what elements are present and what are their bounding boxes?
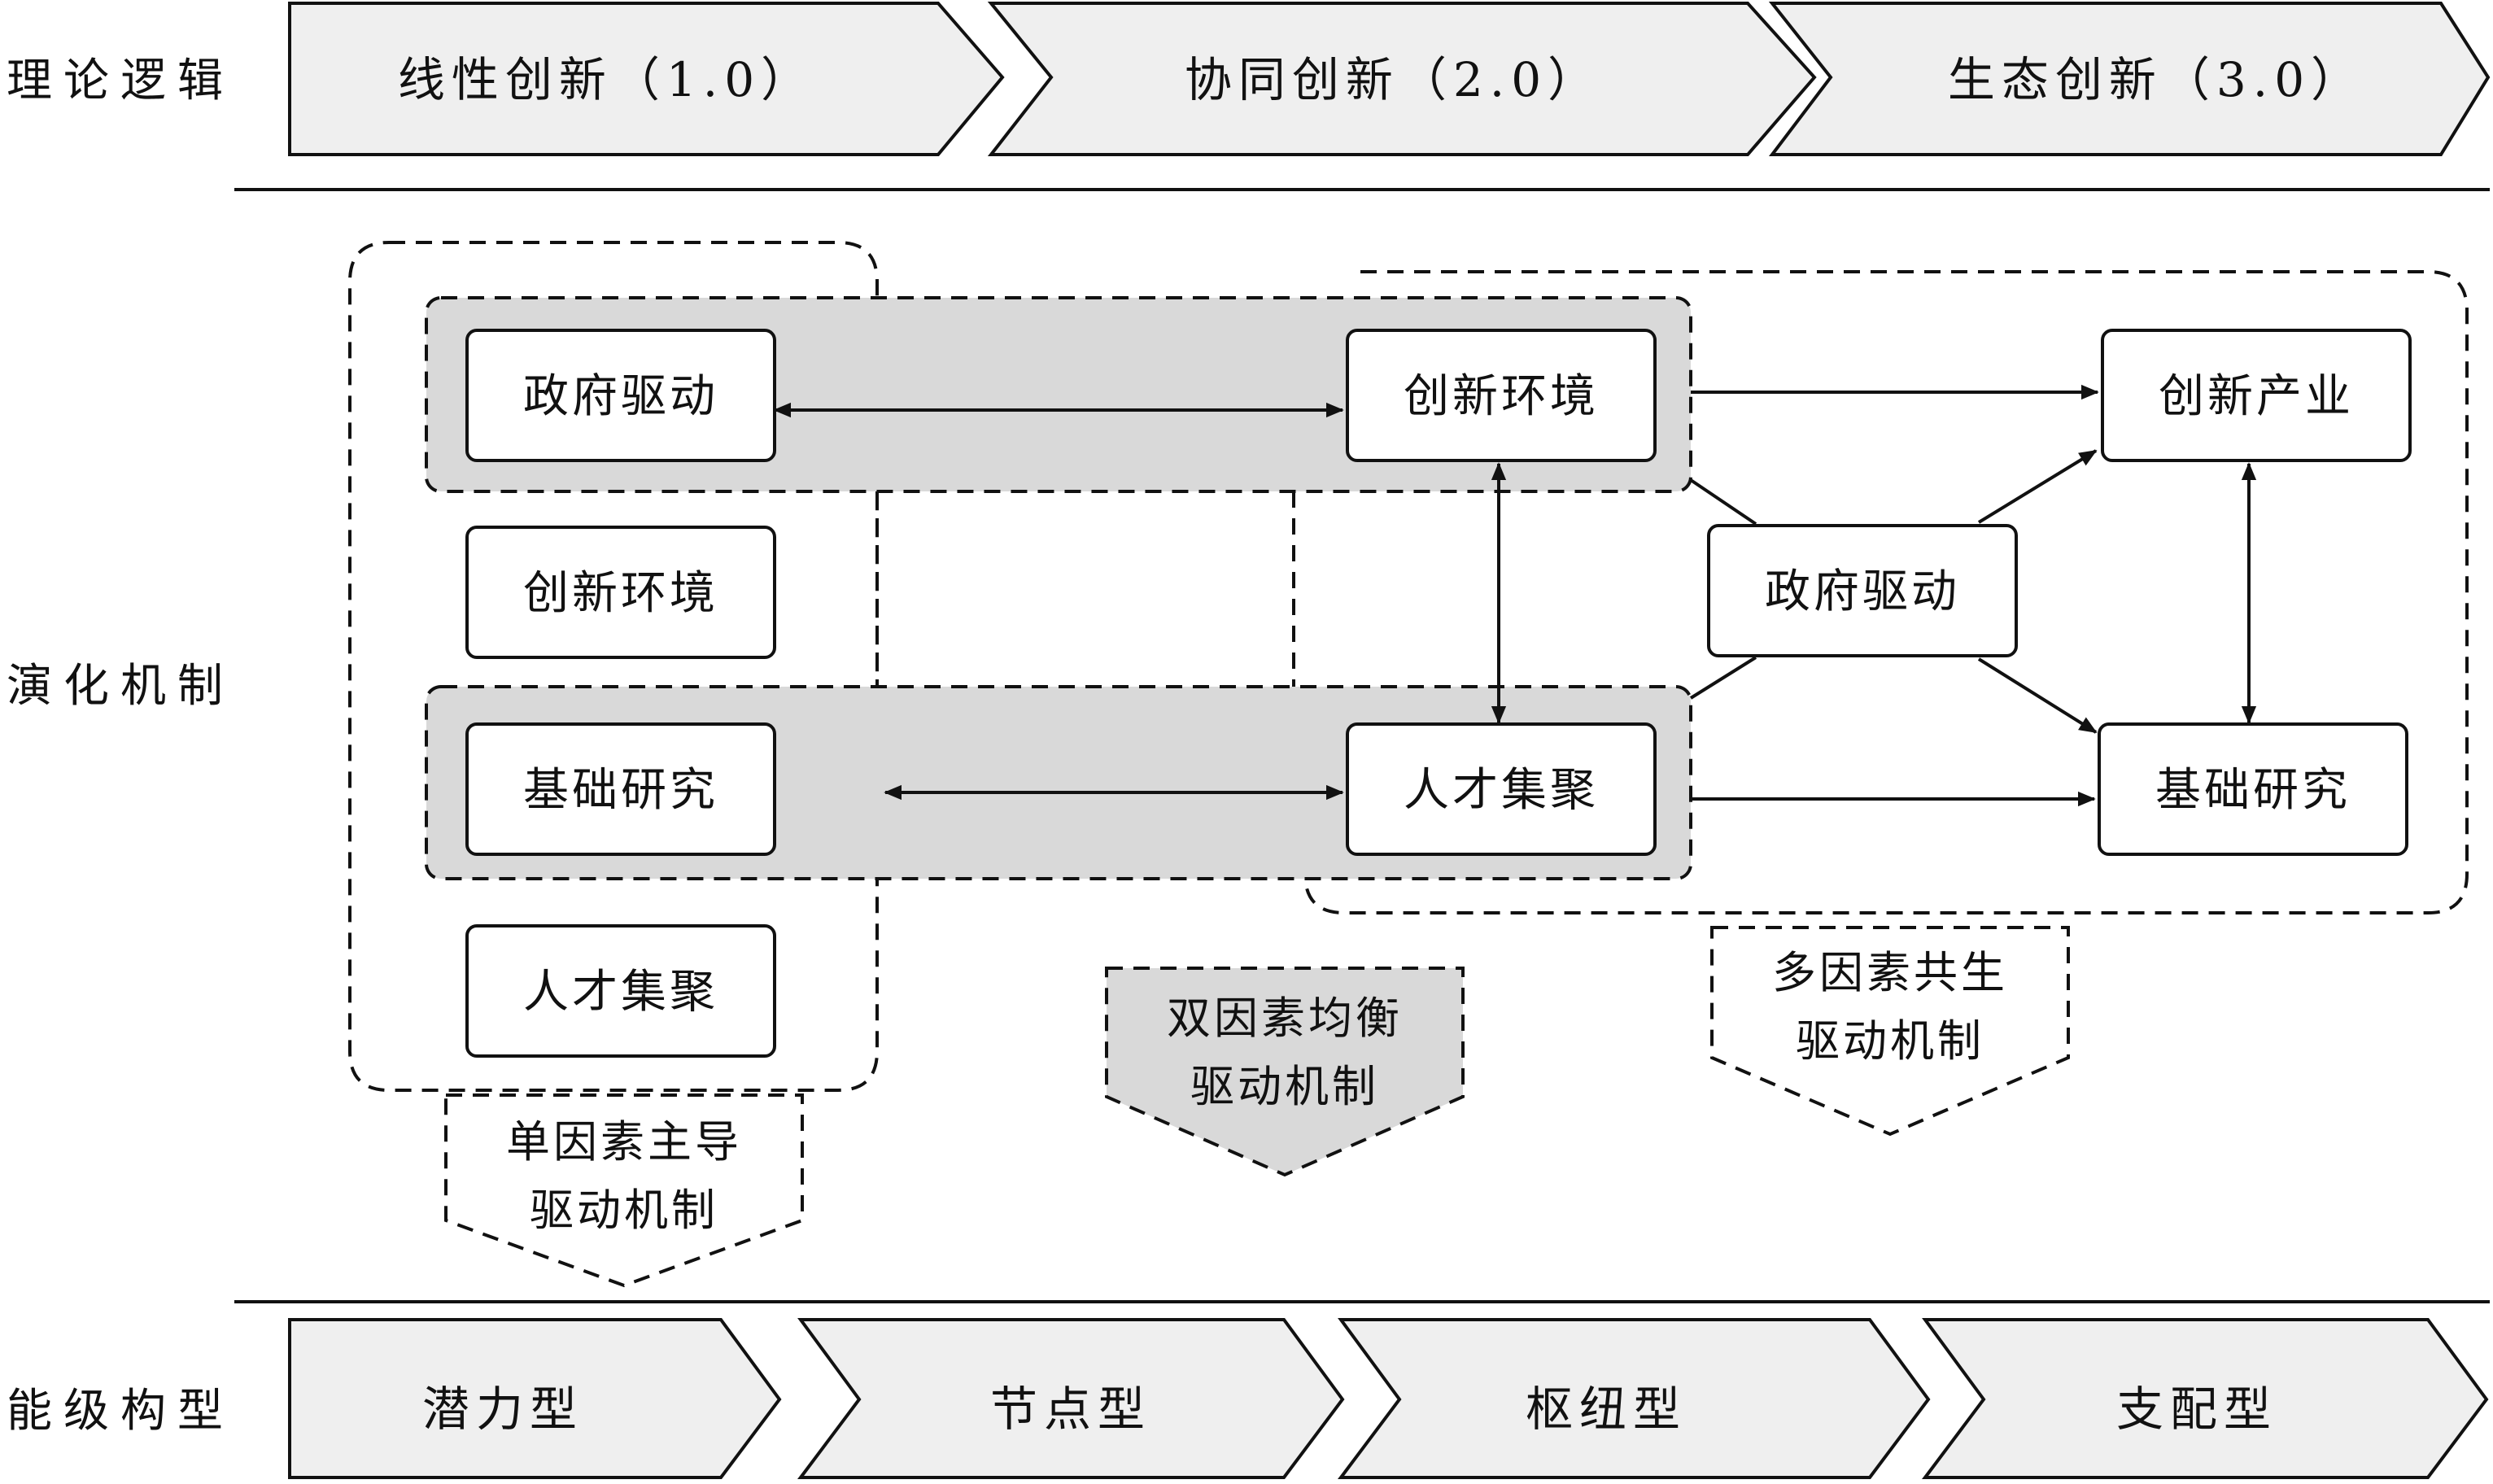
single-factor-label-shape <box>444 1093 804 1288</box>
theory-chevron-2 <box>987 2 1817 156</box>
node-multi-research <box>2098 722 2408 856</box>
node-dual-talent <box>1346 722 1657 856</box>
theory-stage-3-label: 生态创新（3.0） <box>1948 52 2364 107</box>
multi-factor-label-line1: 多因素共生 <box>1772 947 2008 998</box>
node-dual-env-label: 创新环境 <box>1404 370 1599 423</box>
node-dual-env <box>1346 329 1657 462</box>
level-chevron-4 <box>1922 1318 2489 1479</box>
node-single-gov <box>465 329 776 462</box>
line-band-to-gov <box>1689 478 1757 526</box>
single-factor-label-line1: 单因素主导 <box>506 1116 742 1168</box>
node-single-gov-label: 政府驱动 <box>523 370 718 423</box>
level-stage-1-label: 潜力型 <box>422 1381 583 1437</box>
theory-chevrons: 线性创新（1.0） 协同创新（2.0） 生态创新（3.0） <box>288 1 2491 156</box>
theory-stage-1-label: 线性创新（1.0） <box>398 52 814 107</box>
node-multi-gov <box>1707 524 2018 657</box>
single-factor-label-line2: 驱动机制 <box>530 1185 718 1236</box>
node-multi-industry-label: 创新产业 <box>2159 370 2354 423</box>
theory-chevron-3 <box>1768 1 2491 156</box>
node-single-research <box>465 722 776 856</box>
node-single-talent <box>465 924 776 1058</box>
dual-factor-label-line2: 驱动机制 <box>1190 1061 1379 1112</box>
level-chevron-2 <box>797 1318 1345 1479</box>
row-label-level: 能级构型 <box>7 1385 234 1438</box>
diagram-arrows <box>773 384 2257 807</box>
node-single-talent-label: 人才集聚 <box>523 966 718 1019</box>
level-stage-4-label: 支配型 <box>2116 1381 2277 1437</box>
multi-factor-label-line2: 驱动机制 <box>1796 1015 1984 1067</box>
node-single-env-label: 创新环境 <box>523 567 718 620</box>
level-chevron-3 <box>1338 1318 1931 1479</box>
node-single-research-label: 基础研究 <box>523 764 718 817</box>
node-multi-industry <box>2101 329 2412 462</box>
node-multi-gov-label: 政府驱动 <box>1765 565 1960 618</box>
node-single-env <box>465 526 776 659</box>
dual-factor-label-shape <box>1105 967 1465 1177</box>
node-multi-research-label: 基础研究 <box>2155 764 2351 817</box>
arrow-gov-research <box>1977 657 2098 734</box>
node-dual-talent-label: 人才集聚 <box>1404 764 1599 817</box>
level-chevron-1 <box>288 1318 782 1479</box>
multi-factor-group-boundary <box>1303 270 2469 914</box>
theory-stage-2-label: 协同创新（2.0） <box>1185 52 1601 107</box>
level-stage-2-label: 节点型 <box>990 1381 1151 1437</box>
level-chevrons: 潜力型 节点型 枢纽型 支配型 <box>288 1318 2489 1479</box>
line-band-to-gov-lower <box>1689 656 1757 700</box>
single-factor-group-boundary <box>348 241 879 1092</box>
dual-factor-label-line1: 双因素均衡 <box>1167 993 1403 1044</box>
row-label-mechanism: 演化机制 <box>7 660 234 713</box>
arrow-gov-industry <box>1977 449 2098 524</box>
theory-chevron-1 <box>288 2 1005 156</box>
row-label-theory: 理论逻辑 <box>7 55 234 107</box>
multi-factor-label-shape <box>1710 926 2070 1137</box>
level-stage-3-label: 枢纽型 <box>1526 1381 1687 1437</box>
